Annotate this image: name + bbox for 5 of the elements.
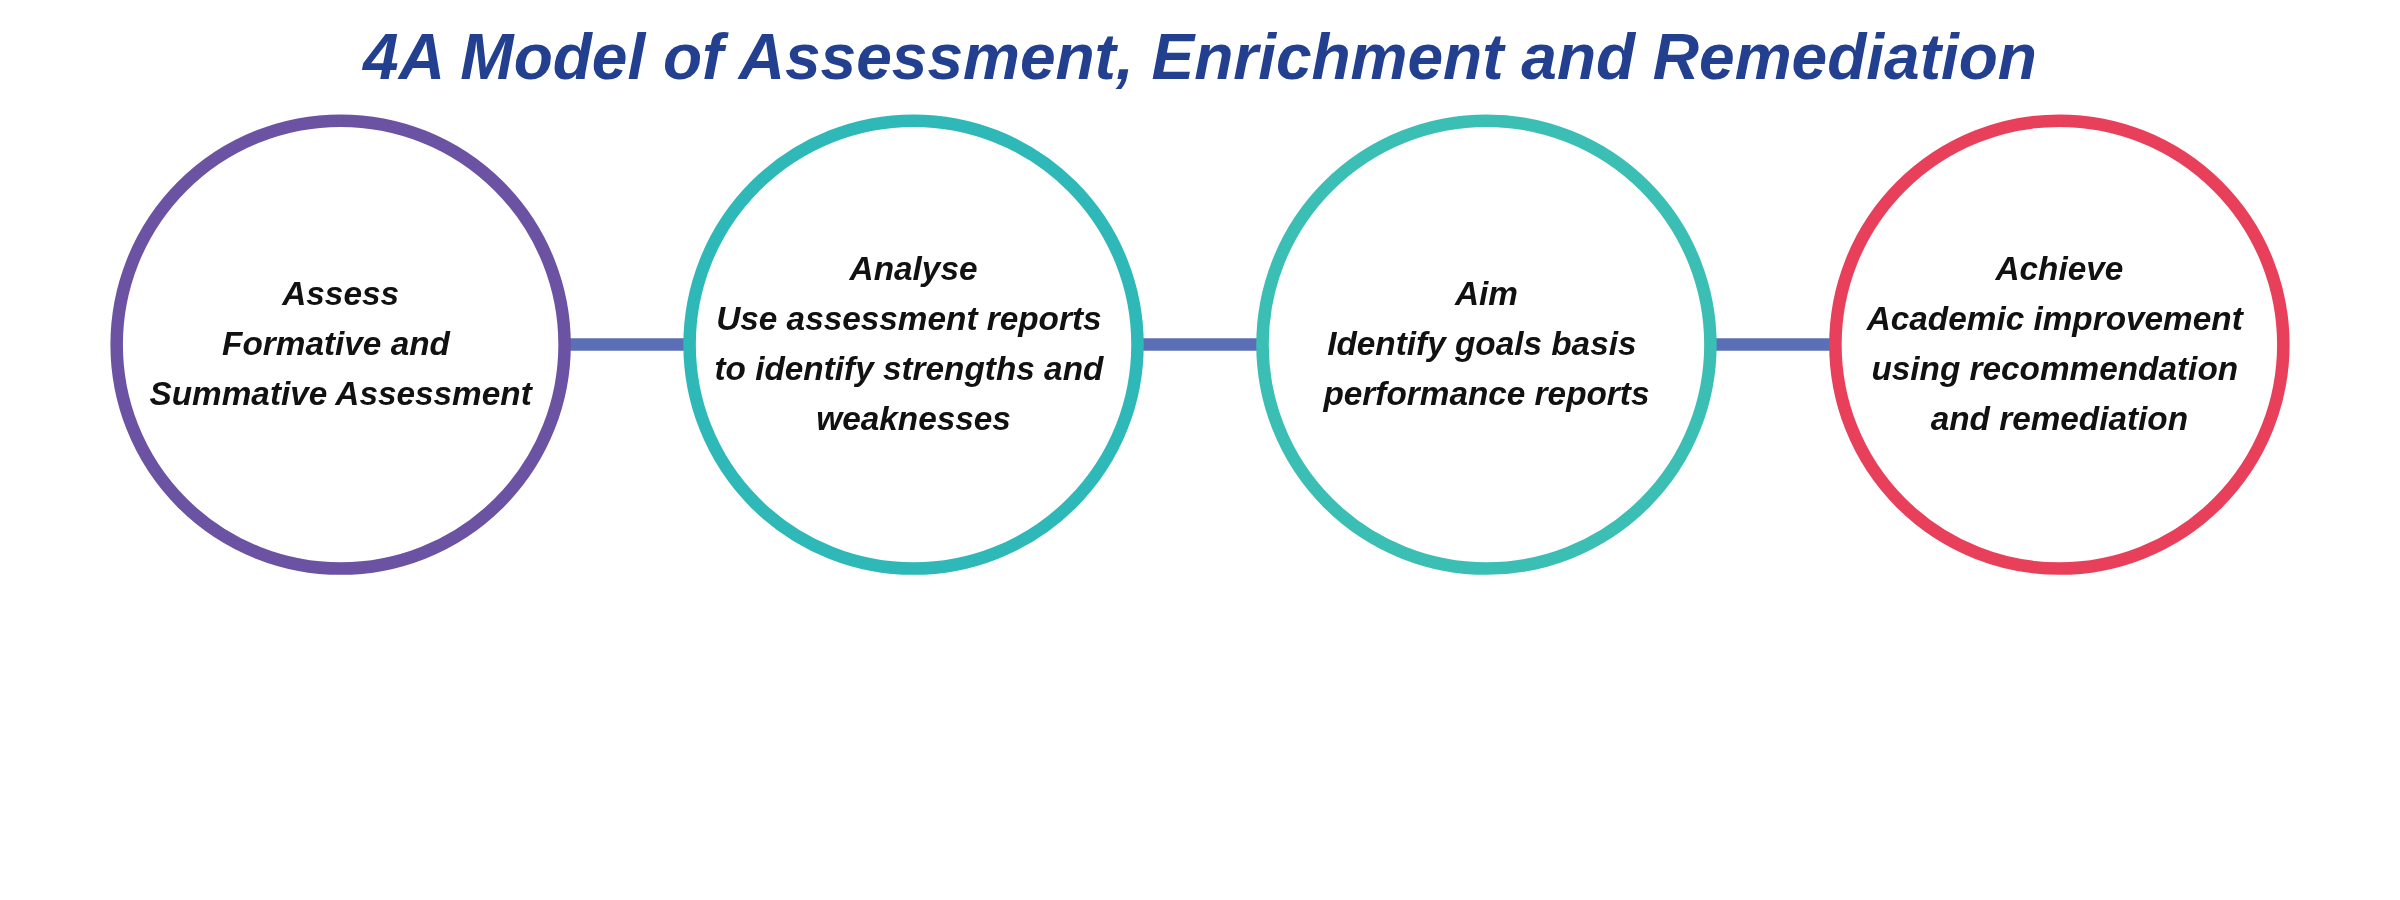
diagram-title: 4A Model of Assessment, Enrichment and Remediation	[361, 20, 2038, 94]
node-circle: Assess Formative and Summative Assessment	[110, 114, 571, 575]
node-circle: Aim Identify goals basis performance reports	[1256, 114, 1717, 575]
node-circle: Achieve Academic improvement using recommendation and remediation	[1829, 114, 2290, 575]
node-circle: Analyse Use assessment reports to identify strengths and weaknesses	[683, 114, 1144, 575]
